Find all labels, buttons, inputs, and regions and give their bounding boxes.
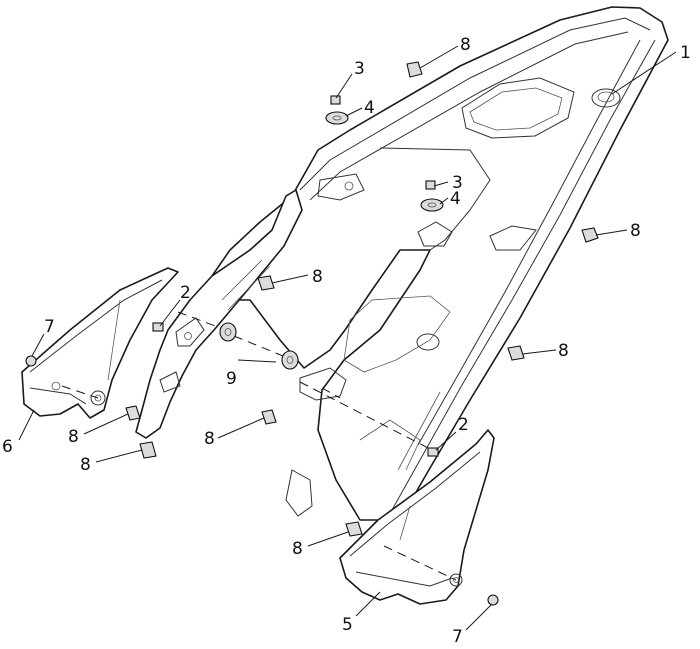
callout-8-left-a: 8	[68, 427, 79, 447]
callout-8-right-mid: 8	[558, 341, 569, 361]
assembly-lines	[61, 311, 457, 581]
grommet-4-top	[325, 111, 349, 125]
callout-8-left-b: 8	[80, 455, 91, 475]
bolt-3-mid	[425, 180, 436, 190]
leader-lines	[18, 45, 677, 631]
callout-6: 6	[2, 437, 13, 457]
callout-labels: 1 2 2 3 3 4 4 5 6 7 7 8 8 8 8 8 8 8 8 8 …	[2, 35, 691, 647]
clip-8-e	[261, 409, 277, 425]
fasteners	[25, 61, 599, 606]
callout-4-top: 4	[364, 98, 375, 118]
clip-8-d	[507, 345, 525, 361]
clip-8-a	[406, 61, 423, 78]
grommet-4-mid	[420, 198, 444, 212]
callout-7-right: 7	[452, 627, 463, 647]
callout-8-right-upper: 8	[630, 221, 641, 241]
callout-5: 5	[342, 615, 353, 635]
rubber-9-b	[281, 350, 299, 370]
callout-9: 9	[226, 369, 237, 389]
rubber-9-a	[219, 322, 237, 342]
screw-7-left	[25, 355, 37, 367]
callout-2-right: 2	[458, 415, 469, 435]
screw-7-right	[487, 594, 499, 606]
left-side-cover-part-6	[21, 267, 179, 419]
callout-4-mid: 4	[450, 189, 461, 209]
clip-8-f	[125, 405, 141, 421]
clip-8-c	[257, 275, 275, 291]
callout-3-mid: 3	[452, 173, 463, 193]
clip-8-g	[139, 441, 157, 459]
screw-2-right	[427, 447, 439, 457]
callout-8-bracket: 8	[312, 267, 323, 287]
clip-8-b	[581, 227, 599, 243]
bolt-3-top	[330, 95, 341, 105]
callout-2-left: 2	[180, 283, 191, 303]
callout-8-center: 8	[204, 429, 215, 449]
callout-1: 1	[680, 43, 691, 63]
callout-3-top: 3	[354, 59, 365, 79]
rear-cowl-part-1	[211, 6, 669, 521]
callout-8-bottom: 8	[292, 539, 303, 559]
bracket-part-2	[135, 189, 303, 439]
callout-7-left: 7	[44, 317, 55, 337]
clip-8-h	[345, 521, 363, 537]
screw-2-left	[152, 322, 164, 332]
callout-8-top: 8	[460, 35, 471, 55]
